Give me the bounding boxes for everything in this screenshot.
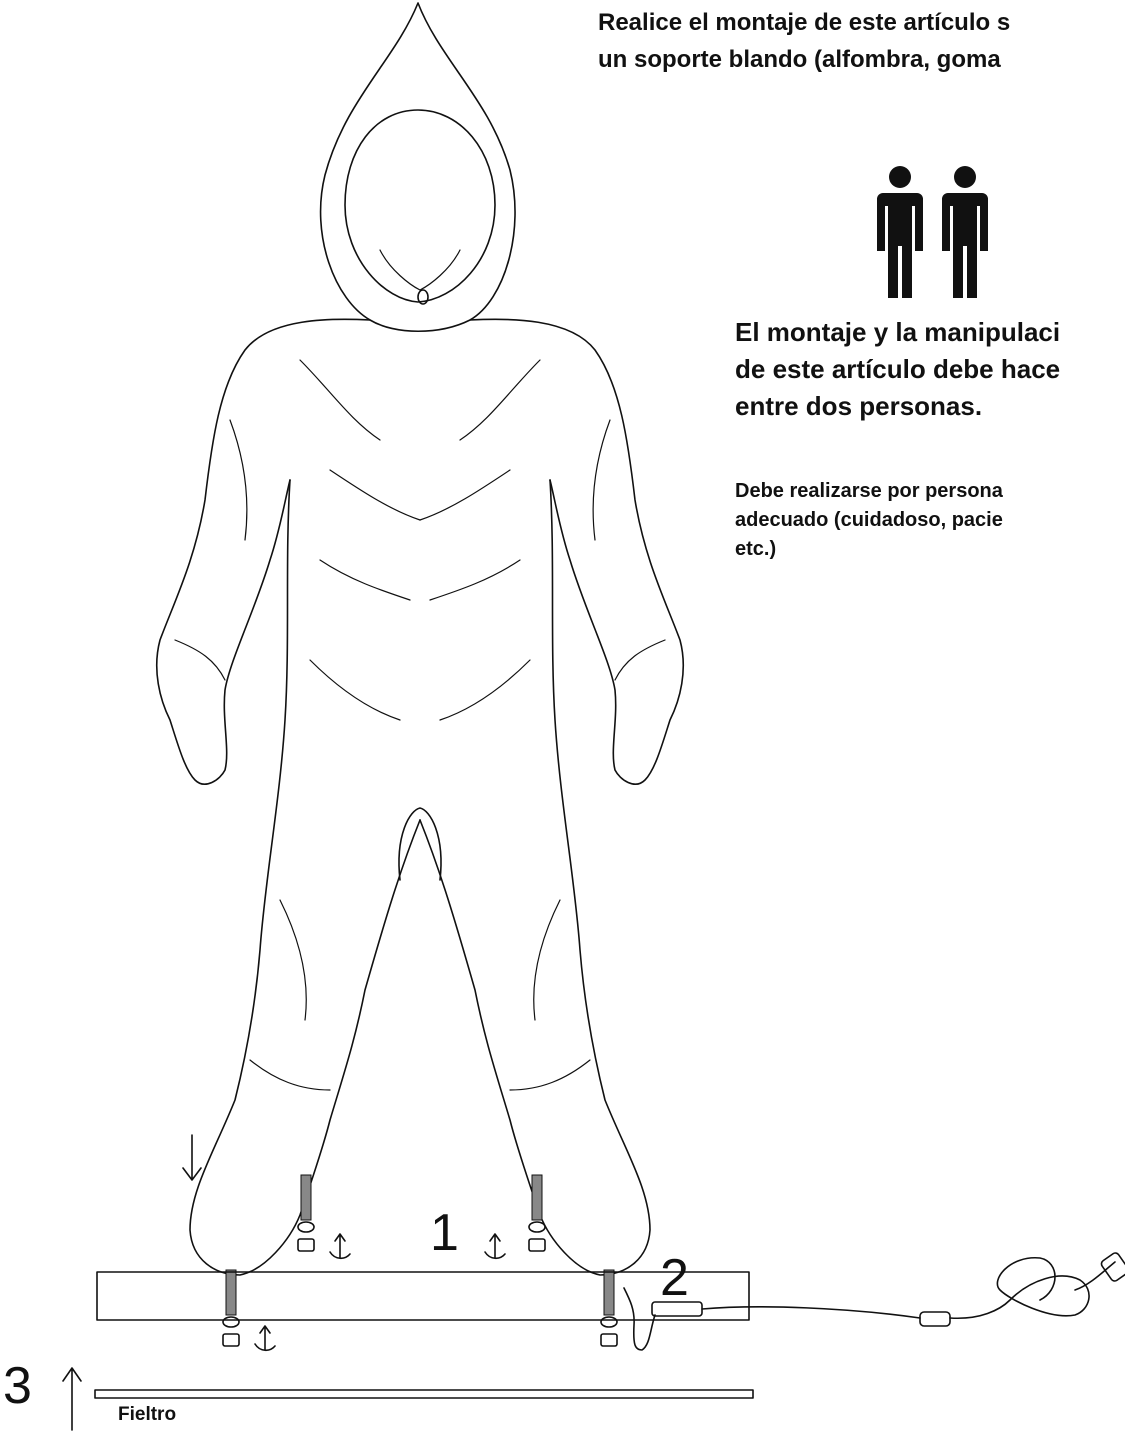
felt-strip [95,1390,753,1398]
down-arrow-icon [183,1135,201,1180]
power-plug-icon [1100,1251,1125,1282]
person-icon [877,166,923,298]
nut-icon [223,1239,617,1346]
person-icon [942,166,988,298]
up-arrow-icon [63,1368,81,1430]
cable-switch-icon [652,1302,702,1316]
washer-icon [223,1222,617,1327]
cable-switch-icon [920,1312,950,1326]
threaded-rod [226,1175,614,1315]
rotate-arrow-icon [255,1234,505,1350]
hooded-figure [157,3,684,1275]
